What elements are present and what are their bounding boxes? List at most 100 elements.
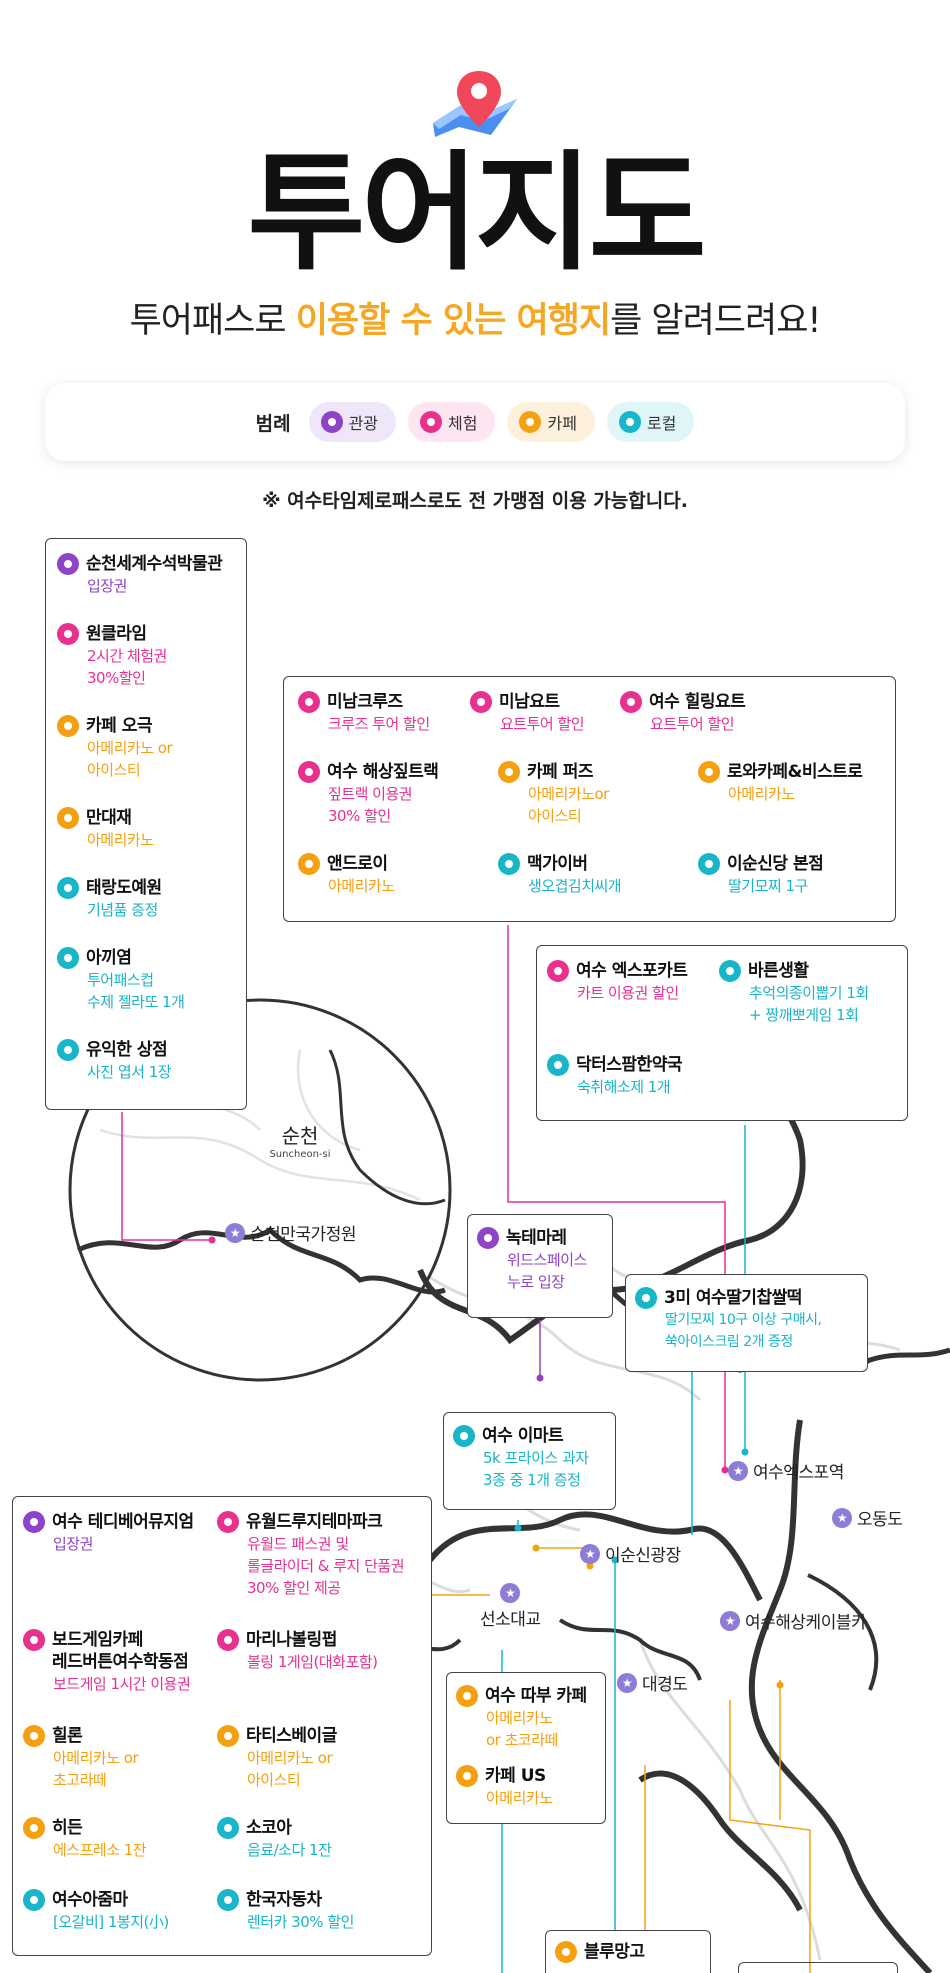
pin-icon [23, 1889, 45, 1911]
pin-icon [453, 1425, 475, 1447]
notice-text: ※ 여수타임제로패스로도 전 가맹점 이용 가능합니다. [262, 490, 688, 512]
pin-icon [57, 715, 79, 737]
star-icon: ★ [832, 1507, 852, 1528]
box-bluemango: 블루망고 [545, 1930, 711, 1973]
legend-label: 범례 [255, 412, 291, 435]
pin-icon [519, 411, 542, 433]
poi-isunsin-square: ★이순신광장 [580, 1541, 681, 1566]
pin-icon [420, 411, 443, 433]
star-icon: ★ [720, 1610, 740, 1631]
pin-icon [217, 1889, 239, 1911]
place-item[interactable]: 블루망고 [555, 1941, 645, 1963]
pin-icon [635, 1287, 657, 1309]
poi-suncheonman-garden: ★순천만국가정원 [225, 1220, 356, 1245]
pin-icon [620, 691, 642, 713]
pin-icon [618, 411, 641, 433]
star-icon: ★ [728, 1460, 748, 1481]
poi-yeosu-expo-station: ★여수엑스포역 [728, 1458, 844, 1483]
pin-icon [57, 1039, 79, 1061]
poi-seonso-bridge: ★선소대교 [480, 1583, 541, 1630]
pin-icon [217, 1817, 239, 1839]
pin-icon [498, 853, 520, 875]
pin-icon [547, 960, 569, 982]
pin-icon [57, 877, 79, 899]
pin-icon [320, 411, 343, 433]
pin-icon [555, 1941, 577, 1963]
pin-icon [719, 960, 741, 982]
pin-icon [23, 1511, 45, 1533]
pin-icon [698, 853, 720, 875]
pin-icon [23, 1629, 45, 1651]
box-partial-edge [738, 1962, 898, 1973]
legend: 범례 관광 체험 카페 로컬 [45, 383, 905, 461]
poi-cablecar: ★여수해상케이블카 [720, 1608, 867, 1633]
poi-daegyeongdo: ★대경도 [617, 1670, 688, 1695]
legend-item-experience: 체험 [408, 402, 496, 442]
poi-odongdo: ★오동도 [832, 1505, 903, 1530]
map-pin-logo-icon [425, 65, 525, 145]
pin-icon [57, 947, 79, 969]
pin-icon [498, 761, 520, 783]
pin-icon [456, 1765, 478, 1787]
pin-icon [298, 853, 320, 875]
pin-icon [57, 623, 79, 645]
star-icon: ★ [500, 1583, 521, 1603]
pin-icon [698, 761, 720, 783]
pin-icon [57, 807, 79, 829]
pin-icon [217, 1511, 239, 1533]
pin-icon [470, 691, 492, 713]
star-icon: ★ [617, 1672, 637, 1693]
pin-icon [547, 1054, 569, 1076]
pin-icon [456, 1685, 478, 1707]
pin-icon [298, 761, 320, 783]
pin-icon [298, 691, 320, 713]
star-icon: ★ [225, 1222, 245, 1243]
place-item[interactable]: 여수아줌마[오갈비] 1봉지(小) [23, 1889, 169, 1933]
pin-icon [57, 553, 79, 575]
pin-icon [23, 1725, 45, 1747]
pin-icon [217, 1725, 239, 1747]
legend-item-tour: 관광 [308, 402, 397, 442]
pin-icon [23, 1817, 45, 1839]
